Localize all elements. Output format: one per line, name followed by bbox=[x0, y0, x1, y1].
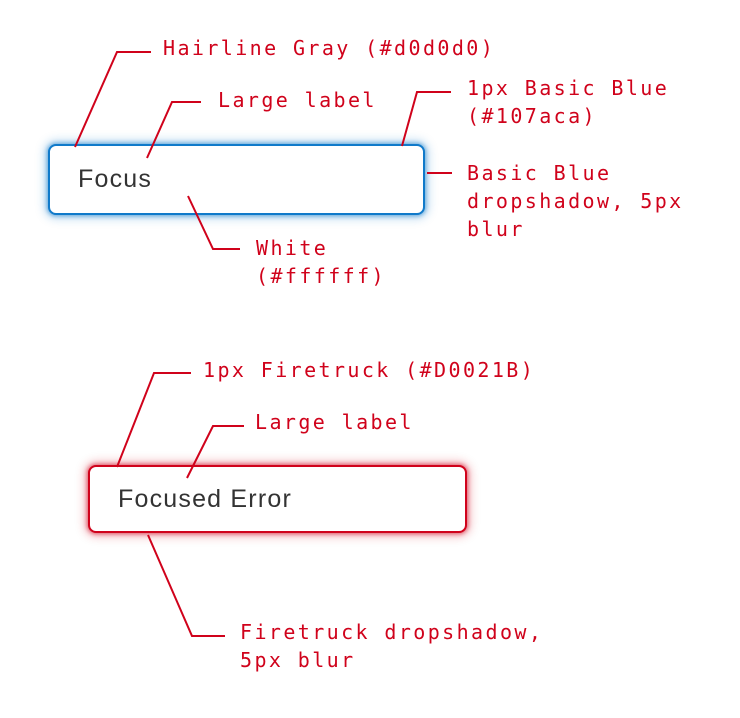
leader-basic-blue-border bbox=[401, 91, 451, 147]
focused-error-input-label: Focused Error bbox=[118, 484, 292, 513]
leader-hairline-gray bbox=[74, 51, 151, 148]
focused-error-input-field[interactable]: Focused Error bbox=[88, 465, 467, 533]
leader-firetruck-border bbox=[116, 372, 191, 468]
leader-firetruck-dropshadow bbox=[147, 534, 225, 637]
annotation-hairline-gray: Hairline Gray (#d0d0d0) bbox=[163, 36, 496, 60]
annotation-large-label-error: Large label bbox=[255, 410, 414, 434]
focus-input-label: Focus bbox=[78, 165, 153, 193]
annotation-large-label-focus: Large label bbox=[218, 88, 377, 112]
annotation-firetruck-border: 1px Firetruck (#D0021B) bbox=[203, 358, 536, 382]
annotation-basic-blue-border: 1px Basic Blue (#107aca) bbox=[467, 76, 670, 128]
annotation-basic-blue-dropshadow: Basic Blue dropshadow, 5px blur bbox=[467, 161, 684, 241]
annotation-white-background: White (#ffffff) bbox=[256, 236, 386, 288]
focus-input-field[interactable]: Focus bbox=[48, 144, 425, 215]
annotation-firetruck-dropshadow: Firetruck dropshadow, 5px blur bbox=[240, 620, 544, 672]
